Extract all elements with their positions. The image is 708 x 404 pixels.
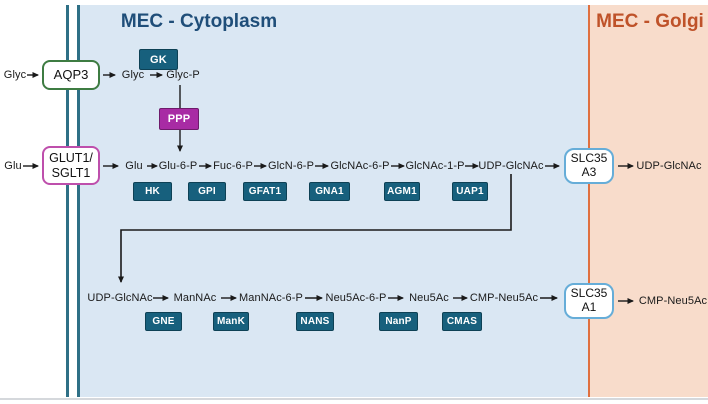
- enzyme-gne: GNE: [145, 312, 182, 331]
- golgi-region: [588, 5, 708, 397]
- enzyme-agm1: AGM1: [384, 182, 420, 201]
- enzyme-nanp: NanP: [379, 312, 418, 331]
- slc35a1-transporter-box: SLC35 A1: [564, 283, 614, 319]
- enzyme-hk: HK: [133, 182, 172, 201]
- metabolite-udp-glcnac-cytoplasm: UDP-GlcNAc: [478, 160, 544, 172]
- slc35a3-label-line1: SLC35: [570, 151, 608, 166]
- metabolite-cmp-neu5ac-golgi: CMP-Neu5Ac: [638, 295, 708, 307]
- cell-membrane-outer-line: [66, 5, 69, 397]
- metabolite-neu5ac-6-p: Neu5Ac-6-P: [325, 292, 387, 304]
- golgi-title: MEC - Golgi: [596, 11, 704, 32]
- metabolite-neu5ac: Neu5Ac: [409, 292, 449, 304]
- slc35a3-label-line2: A3: [581, 165, 597, 179]
- metabolite-glyc-external: Glyc: [3, 69, 27, 81]
- enzyme-gk: GK: [139, 49, 178, 70]
- slc35a3-transporter-box: SLC35 A3: [564, 148, 614, 184]
- metabolite-glu-6-p: Glu-6-P: [158, 160, 198, 172]
- metabolite-glyc-p: Glyc-P: [166, 69, 200, 81]
- glut1-label-line1: GLUT1/: [49, 151, 93, 166]
- metabolite-fuc-6-p: Fuc-6-P: [213, 160, 253, 172]
- glut1-label-line2: SGLT1: [51, 165, 91, 180]
- metabolite-cmp-neu5ac-cytoplasm: CMP-Neu5Ac: [469, 292, 539, 304]
- aqp3-transporter-box: AQP3: [42, 60, 100, 90]
- metabolite-glcnac-6-p: GlcNAc-6-P: [330, 160, 390, 172]
- glut1-sglt1-transporter-box: GLUT1/ SGLT1: [42, 146, 100, 185]
- metabolite-glu-external: Glu: [4, 160, 22, 172]
- metabolite-glcn-6-p: GlcN-6-P: [267, 160, 315, 172]
- aqp3-label: AQP3: [53, 66, 89, 82]
- metabolite-udp-glcnac-sialic-row: UDP-GlcNAc: [87, 292, 153, 304]
- metabolite-glcnac-1-p: GlcNAc-1-P: [405, 160, 465, 172]
- metabolite-mannac-6-p: ManNAc-6-P: [239, 292, 303, 304]
- metabolite-glu-internal: Glu: [125, 160, 143, 172]
- enzyme-nans: NANS: [296, 312, 334, 331]
- enzyme-cmas: CMAS: [442, 312, 482, 331]
- metabolite-glyc-internal: Glyc: [121, 69, 145, 81]
- enzyme-ppp: PPP: [159, 108, 199, 130]
- figure-bottom-edge: [0, 398, 708, 400]
- slc35a1-label-line2: A1: [581, 300, 597, 314]
- cell-membrane-inner-line: [77, 5, 80, 397]
- slc35a1-label-line1: SLC35: [570, 286, 608, 301]
- metabolite-mannac: ManNAc: [173, 292, 217, 304]
- enzyme-mank: ManK: [213, 312, 249, 331]
- enzyme-gfat1: GFAT1: [243, 182, 287, 201]
- enzyme-uap1: UAP1: [452, 182, 488, 201]
- enzyme-gna1: GNA1: [309, 182, 350, 201]
- metabolite-udp-glcnac-golgi: UDP-GlcNAc: [636, 160, 702, 172]
- cytoplasm-title: MEC - Cytoplasm: [120, 11, 278, 32]
- enzyme-gpi: GPI: [188, 182, 226, 201]
